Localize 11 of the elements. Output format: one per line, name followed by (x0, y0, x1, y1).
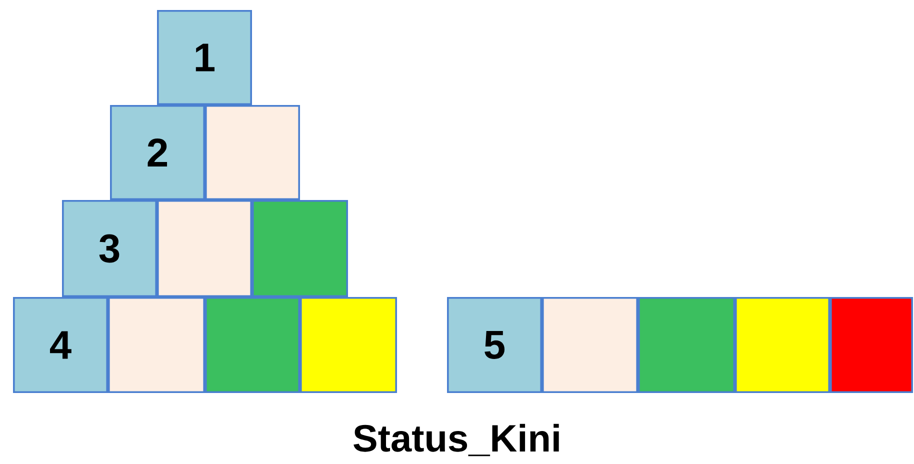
empty-box (830, 297, 913, 393)
empty-box (157, 200, 252, 297)
caption: Status_Kini (354, 424, 559, 456)
empty-box (252, 200, 348, 297)
numbered-box: 2 (110, 105, 205, 200)
empty-box (205, 297, 300, 393)
numbered-box: 1 (157, 10, 252, 105)
numbered-box: 3 (62, 200, 157, 297)
numbered-box: 5 (447, 297, 542, 393)
empty-box (735, 297, 830, 393)
numbered-box: 4 (13, 297, 108, 393)
